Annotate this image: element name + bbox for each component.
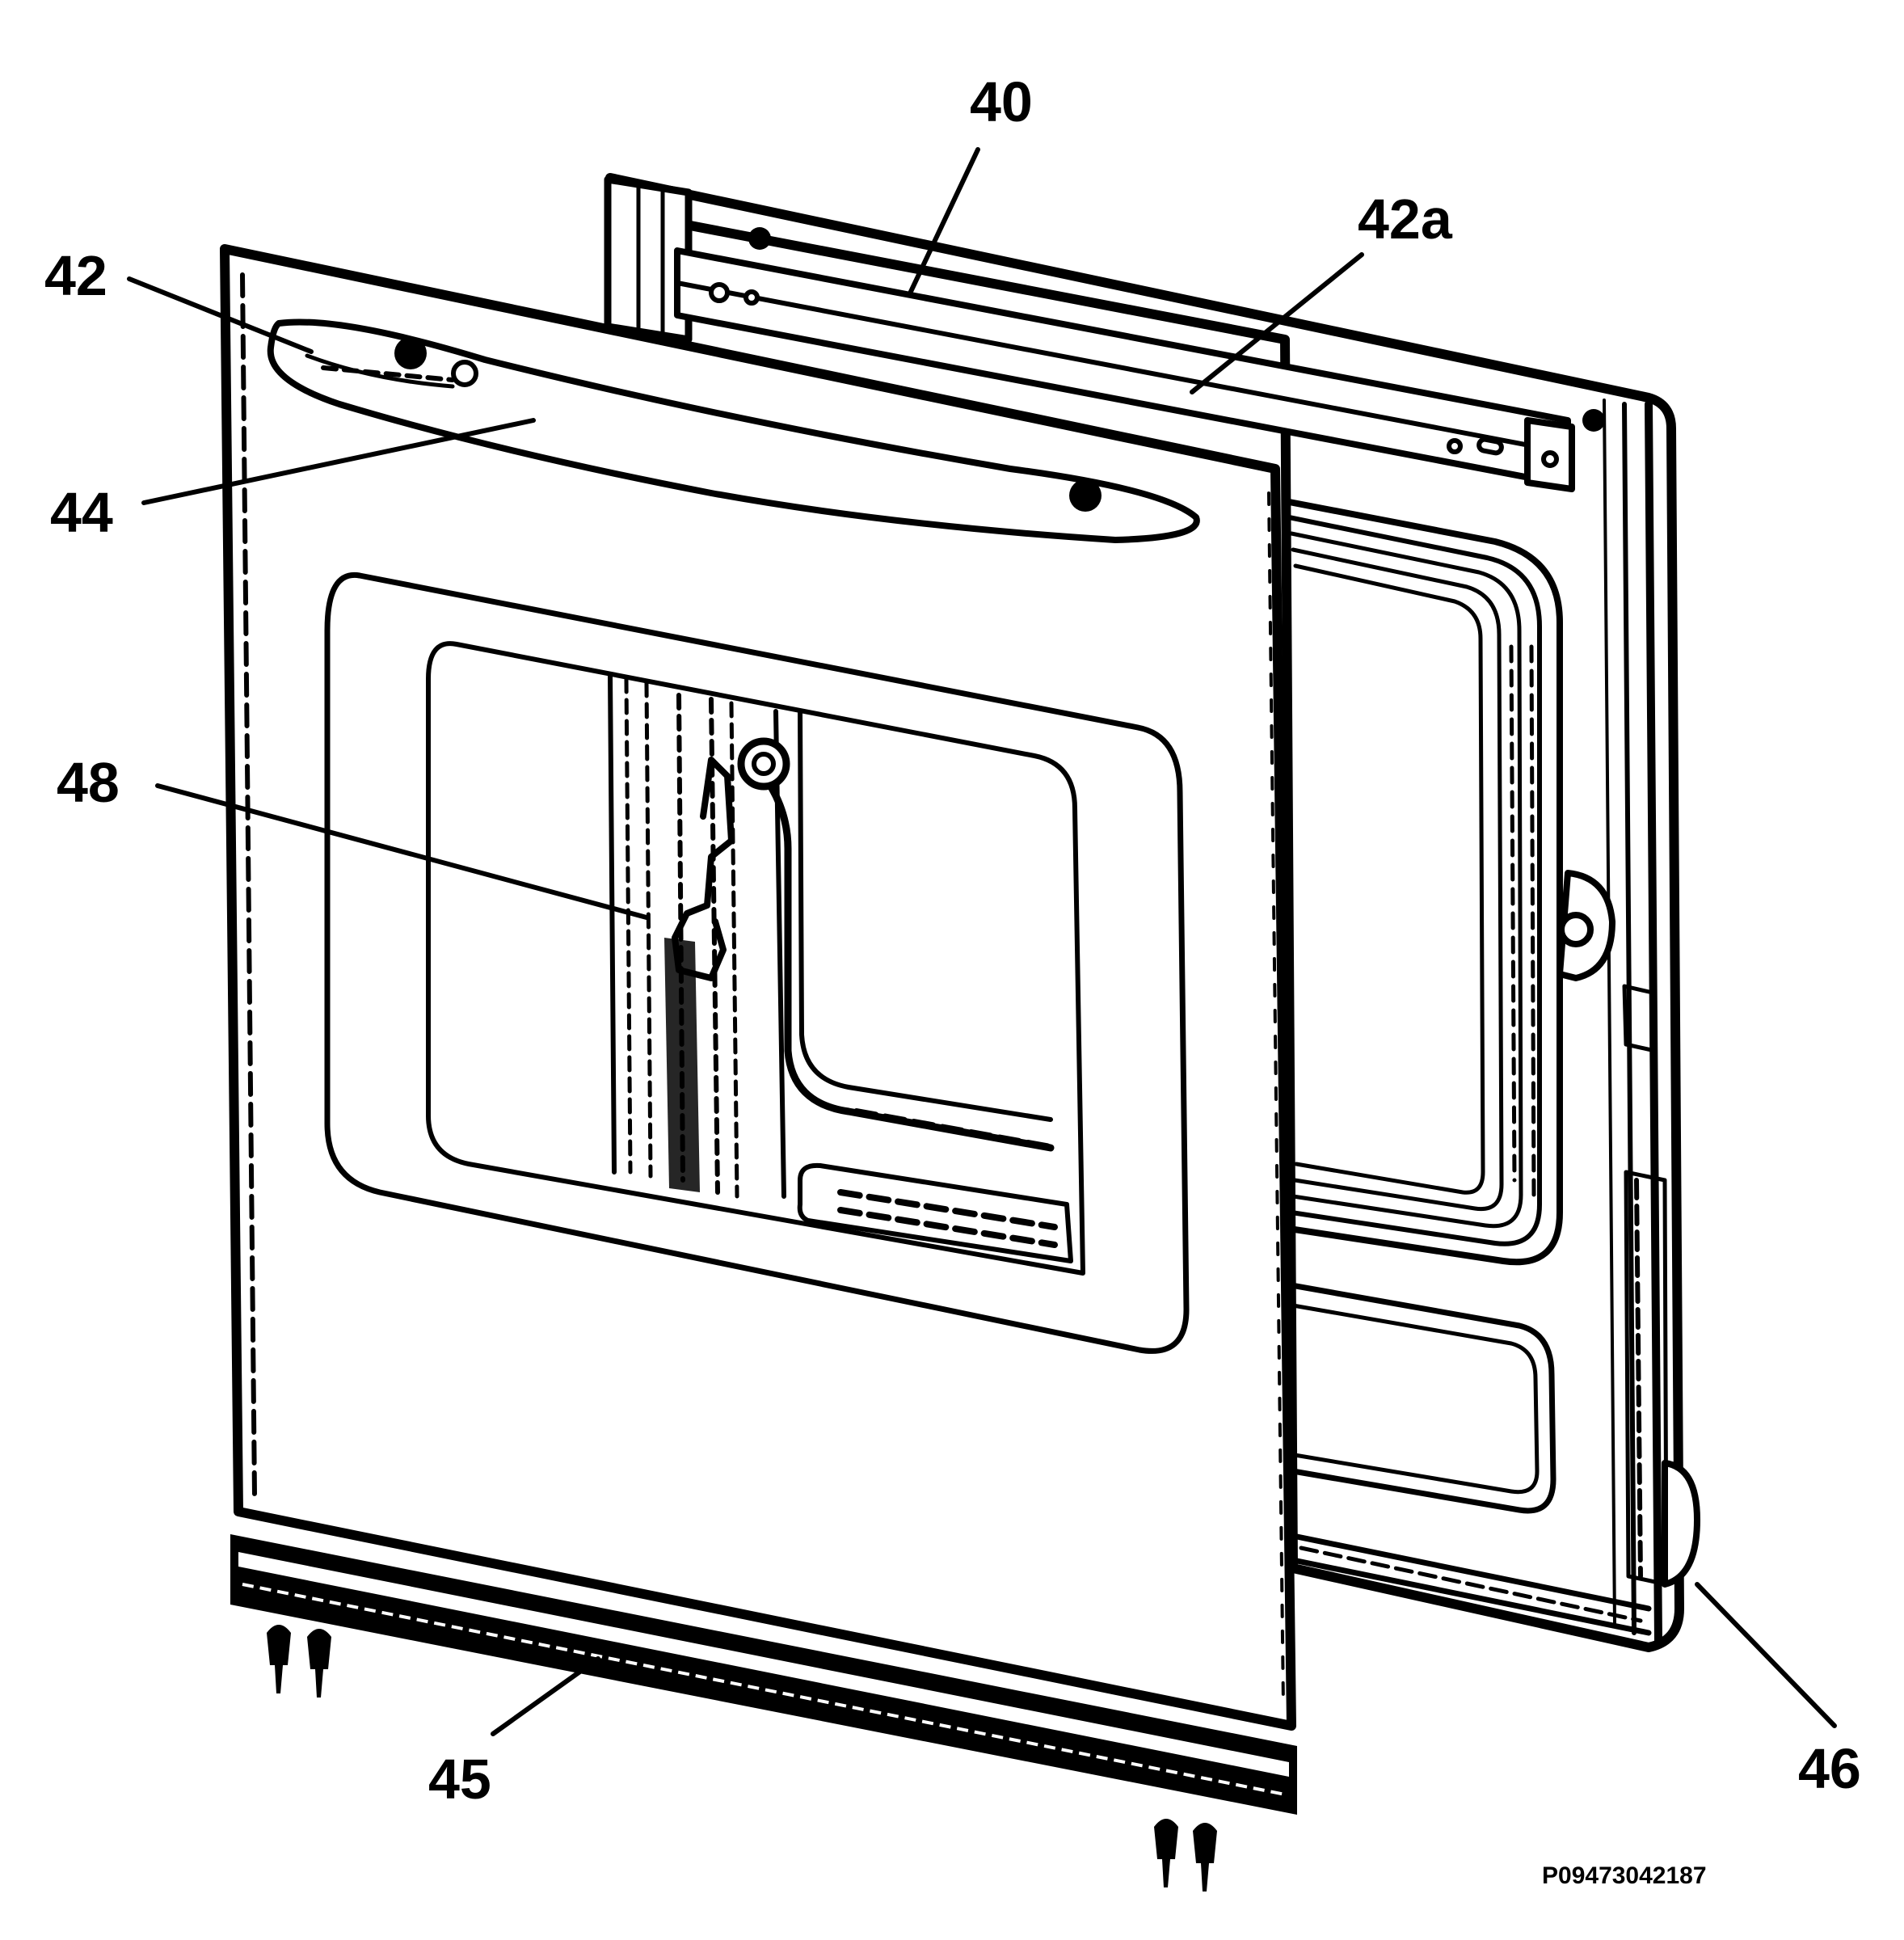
label-42: 42 (44, 244, 107, 307)
label-42a: 42a (1358, 188, 1453, 251)
label-45: 45 (428, 1748, 491, 1811)
label-48: 48 (57, 751, 120, 814)
label-46: 46 (1798, 1737, 1861, 1800)
door-handle (267, 318, 1200, 543)
screws-left (267, 1625, 331, 1698)
bottom-trim-strip (230, 1534, 1297, 1815)
rear-window-channel (1282, 498, 1652, 1636)
front-glass-panel (220, 244, 1296, 1731)
leader-lines (127, 147, 1837, 1736)
drawing-code: P09473042187 (1542, 1862, 1707, 1889)
internal-hinge-rod (608, 673, 1073, 1263)
screws-right (1154, 1819, 1217, 1892)
top-channel-bracket (674, 227, 1605, 492)
label-40: 40 (970, 70, 1033, 133)
rear-door-frame (604, 173, 1700, 1652)
label-44: 44 (50, 481, 113, 544)
window-frame-print (324, 571, 1190, 1354)
